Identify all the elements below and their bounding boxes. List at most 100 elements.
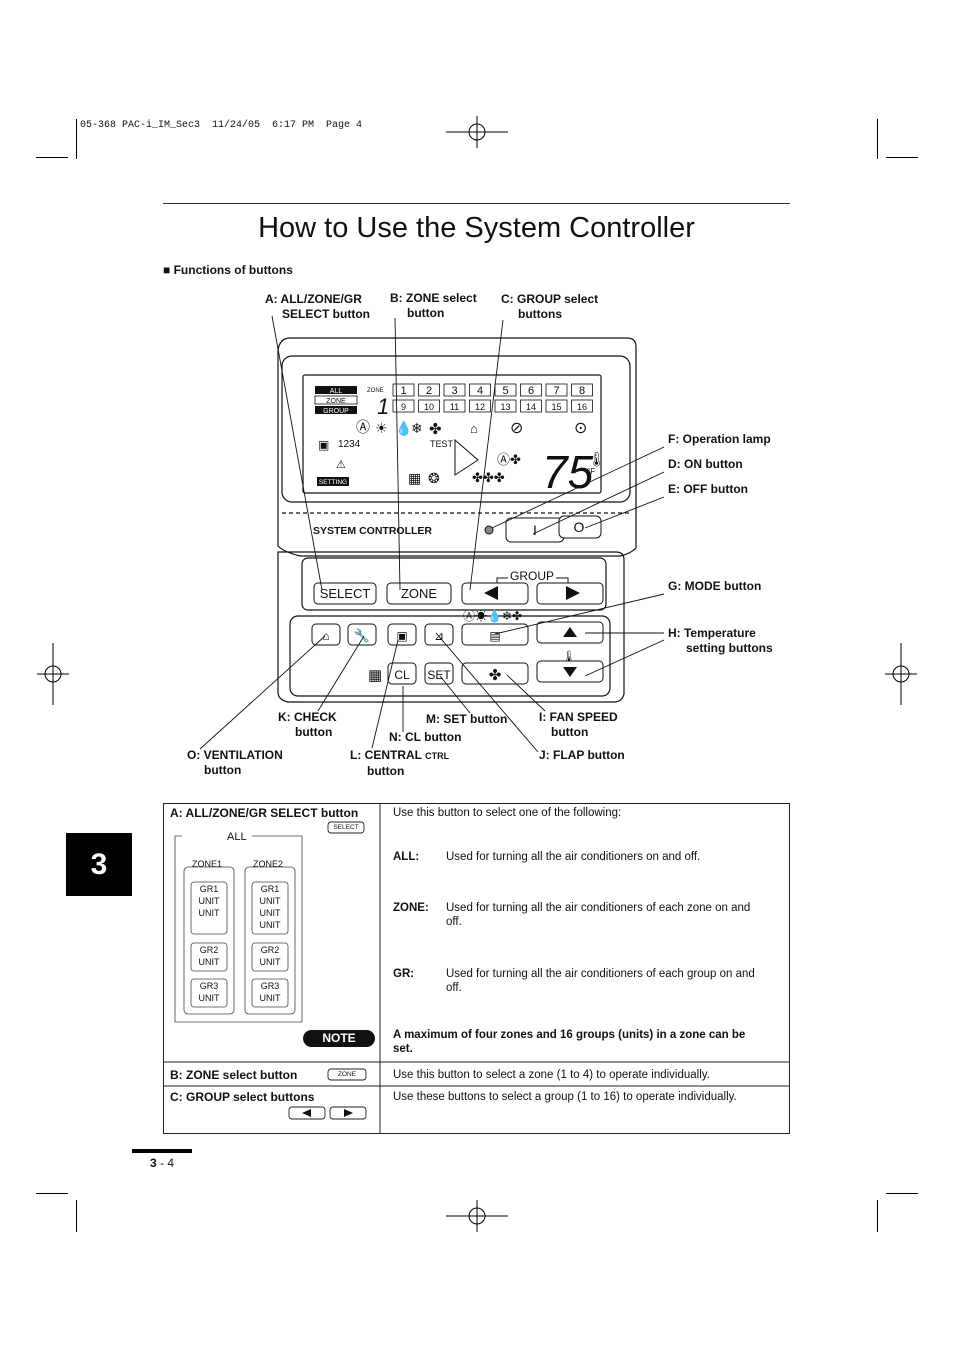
left-arrow-icon (484, 586, 498, 600)
lcd-group-number: 10 (424, 402, 434, 412)
header-rule (163, 203, 790, 204)
lcd-group-number: 7 (553, 385, 559, 397)
page-title: How to Use the System Controller (258, 212, 695, 244)
lcd-group-number: 8 (579, 385, 585, 397)
off-button (558, 515, 602, 539)
select-zone-group-panel (301, 557, 607, 611)
grid-icon: ▦ (368, 667, 382, 684)
row-c-desc: Use these buttons to select a group (1 t… (393, 1091, 737, 1103)
row-b-desc: Use this button to select a zone (1 to 4… (393, 1069, 710, 1081)
lcd-group-box (520, 399, 542, 413)
lcd-frame (281, 355, 631, 503)
lcd-group-number: 12 (475, 402, 485, 412)
lcd-auto-fan-icon: Ⓐ✤ (497, 452, 521, 467)
lcd-cool-icon: ❄ (411, 420, 423, 436)
lcd-no-icon: ⊘ (510, 420, 523, 437)
lcd-group-number: 1 (400, 385, 406, 397)
row-a-zone-term: ZONE: (393, 902, 429, 914)
central-control-button (387, 623, 417, 646)
callout-d: D: ON button (668, 457, 743, 471)
lcd-group-number: 14 (526, 402, 536, 412)
callout-j: J: FLAP button (539, 748, 625, 762)
lcd-thermometer-icon: 🌡 (588, 451, 606, 467)
functions-table (163, 803, 790, 1134)
lcd-group-number: 13 (500, 402, 510, 412)
thermometer-icon: 🌡 (562, 650, 576, 663)
row-a-note-text: A maximum of four zones and 16 groups (u… (393, 1029, 746, 1055)
print-slug: 05-368 PAC-i_IM_Sec3 11/24/05 6:17 PM Pa… (80, 120, 363, 131)
cl-button (387, 662, 417, 685)
crop-mark (886, 157, 918, 158)
lcd-group-box (443, 399, 466, 413)
lcd-group-box (571, 383, 593, 397)
mode-icon: ▤ (489, 629, 500, 643)
crop-mark (36, 157, 68, 158)
crop-mark (877, 1200, 878, 1232)
row-a-label: A: ALL/ZONE/GR SELECT button (170, 806, 359, 820)
ventilation-button (311, 623, 341, 646)
lcd-group-number: 2 (426, 385, 432, 397)
lcd-group-box (469, 399, 491, 413)
crop-mark (36, 1193, 68, 1194)
lcd-group-number: 9 (401, 402, 406, 412)
lcd-group-number: 5 (502, 385, 508, 397)
lcd-timer-icon: ⊙ (574, 420, 587, 437)
lcd-group-number: 15 (551, 402, 561, 412)
controller-lower-housing (277, 551, 625, 703)
select-button-label: SELECT (320, 586, 371, 601)
lcd-group-box (418, 399, 440, 413)
lcd-group-box (545, 383, 568, 397)
lcd-zone-digit: 1 (377, 394, 389, 419)
row-a-gr-term: GR: (393, 968, 415, 980)
flap-button-top (424, 623, 454, 646)
crop-mark (76, 119, 77, 159)
select-key-label: SELECT (333, 824, 359, 831)
lcd-group-box (469, 383, 491, 397)
lcd-fan-icon: ✤ (429, 421, 442, 438)
row-a-all-term: ALL: (393, 851, 420, 863)
down-arrow-icon (563, 667, 577, 677)
lcd-group-box (418, 383, 440, 397)
row-a-zone-desc: Used for turning all the air conditioner… (446, 902, 751, 928)
callout-g: G: MODE button (668, 579, 762, 593)
lcd-warning-icon: ⚠ (336, 459, 346, 471)
lcd-flap-icon (454, 438, 479, 476)
lcd-group-box (392, 399, 415, 413)
lcd-filter-icon: ❂ (428, 470, 440, 486)
tree-all: ALL (227, 831, 247, 843)
callout-n: N: CL button (389, 730, 462, 744)
chapter-tab: 3 (66, 833, 132, 896)
group-label: GROUP (510, 569, 554, 583)
lcd-zone-caption: ZONE (367, 388, 384, 394)
on-button-symbol: I (533, 522, 537, 538)
lcd-fan-speed-icon: ✤✤✤ (472, 470, 505, 485)
zone-key-icon (327, 1068, 367, 1081)
central-icon: ▣ (396, 629, 407, 643)
lcd-central-numbers: 1234 (338, 439, 361, 450)
footer-rule (132, 1149, 192, 1153)
lcd-setting-indicator: SETTING (319, 479, 347, 486)
check-button (347, 623, 377, 646)
lcd-dry-icon: 💧 (395, 420, 412, 437)
lcd-group-box (494, 383, 517, 397)
lcd-group-number: 3 (451, 385, 457, 397)
ventilation-icon: ⌂ (322, 629, 329, 643)
lcd-ventilation-icon: ⌂ (470, 421, 478, 436)
lcd-group-number: 16 (577, 402, 587, 412)
lcd-all-indicator: ALL (330, 388, 343, 395)
row-c-label: C: GROUP select buttons (170, 1090, 315, 1104)
lcd-group-box (494, 399, 517, 413)
